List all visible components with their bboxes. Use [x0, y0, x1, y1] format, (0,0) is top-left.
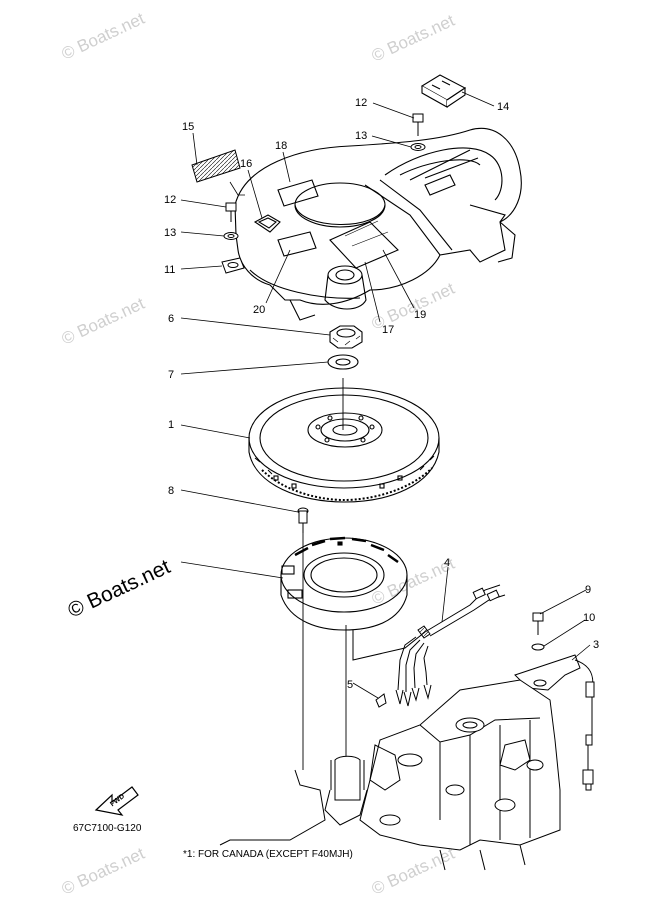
callout-4: 4: [444, 557, 450, 569]
callout-18: 18: [275, 140, 287, 152]
callout-12-left: 12: [164, 194, 176, 206]
callout-9: 9: [585, 584, 591, 596]
callout-14: 14: [497, 101, 509, 113]
watermark-bottom-left: © Boats.net: [59, 844, 148, 899]
assembly-axis: [302, 378, 347, 770]
diagram-footnote: *1: FOR CANADA (EXCEPT F40MJH): [183, 849, 353, 860]
pulser-coil-3: [514, 612, 595, 791]
callout-19: 19: [414, 309, 426, 321]
callout-12-right: 12: [355, 97, 367, 109]
screw-8: [297, 507, 309, 533]
callout-5: 5: [347, 679, 353, 691]
flywheel-1: [248, 387, 440, 503]
callout-13-right: 13: [355, 130, 367, 142]
wire-harness-4: [352, 584, 506, 707]
callout-20: 20: [253, 304, 265, 316]
flywheel-nut-washer: [327, 325, 363, 370]
stator-coil: [280, 536, 408, 631]
callout-8: 8: [168, 485, 174, 497]
callout-11: 11: [164, 264, 175, 276]
leader-lines: [180, 91, 591, 699]
callout-3: 3: [593, 639, 599, 651]
callout-15: 15: [182, 121, 194, 133]
fasteners-top: [221, 113, 426, 274]
watermark-mid-left: © Boats.net: [59, 294, 148, 349]
decal-15: [191, 149, 241, 183]
callout-16: 16: [240, 158, 252, 170]
callout-7: 7: [168, 369, 174, 381]
flywheel-cover: [234, 128, 522, 321]
watermark-bottom-right: © Boats.net: [369, 844, 458, 899]
watermark-top-right: © Boats.net: [369, 11, 458, 66]
callout-1: 1: [168, 419, 174, 431]
fwd-arrow-icon: FWD: [94, 786, 139, 816]
callout-labels: 1 3 4 5 6 7 8 9 10 11 12 12 13 13 14 15 …: [164, 97, 599, 691]
callout-6: 6: [168, 313, 174, 325]
part-14-plug: [420, 74, 467, 108]
engine-block: [219, 679, 561, 871]
callout-10: 10: [583, 612, 595, 624]
watermark-top-left: © Boats.net: [59, 9, 148, 64]
diagram-code: 67C7100-G120: [73, 823, 142, 834]
watermark-dark: © Boats.net: [64, 555, 174, 622]
callout-17: 17: [382, 324, 394, 336]
clip-5: [375, 693, 387, 708]
callout-13-left: 13: [164, 227, 176, 239]
